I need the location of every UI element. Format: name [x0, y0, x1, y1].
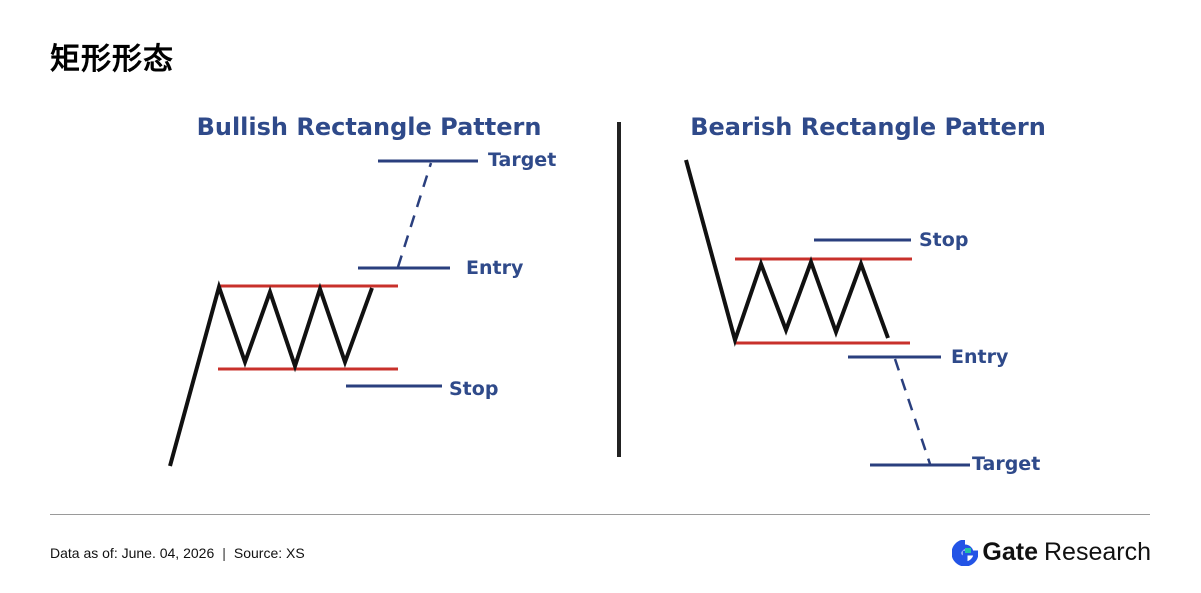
page-title: 矩形形态: [50, 42, 174, 77]
data-date: Data as of: June. 04, 2026: [50, 545, 215, 561]
bullish-panel: Bullish Rectangle Pattern Target Entry S…: [168, 113, 556, 467]
bearish-panel-title: Bearish Rectangle Pattern: [690, 113, 1046, 141]
gate-logo-icon: [952, 539, 979, 566]
brand-sub: Research: [1044, 538, 1151, 566]
footer-separator: |: [222, 545, 226, 561]
bullish-entry-label: Entry: [466, 257, 524, 279]
bullish-target-label: Target: [488, 149, 556, 171]
bearish-price-path: [684, 159, 890, 347]
bearish-entry-label: Entry: [951, 346, 1009, 368]
footer-divider: [50, 514, 1150, 515]
bearish-panel: Bearish Rectangle Pattern Stop Entry Tar…: [684, 113, 1046, 475]
footer-meta: Data as of: June. 04, 2026 | Source: XS: [50, 545, 305, 561]
bullish-price-path: [168, 280, 374, 467]
brand-name: Gate: [982, 538, 1038, 566]
bullish-stop-label: Stop: [449, 378, 498, 400]
bearish-stop-label: Stop: [919, 229, 968, 251]
data-source: Source: XS: [233, 545, 305, 561]
rectangle-pattern-diagram: Bullish Rectangle Pattern Target Entry S…: [168, 113, 1046, 475]
bullish-projection-dashed: [396, 162, 433, 268]
bullish-panel-title: Bullish Rectangle Pattern: [197, 113, 542, 141]
brand-logo: Gate Research: [952, 538, 1151, 567]
bearish-projection-dashed: [893, 358, 932, 465]
bearish-target-label: Target: [972, 453, 1040, 475]
